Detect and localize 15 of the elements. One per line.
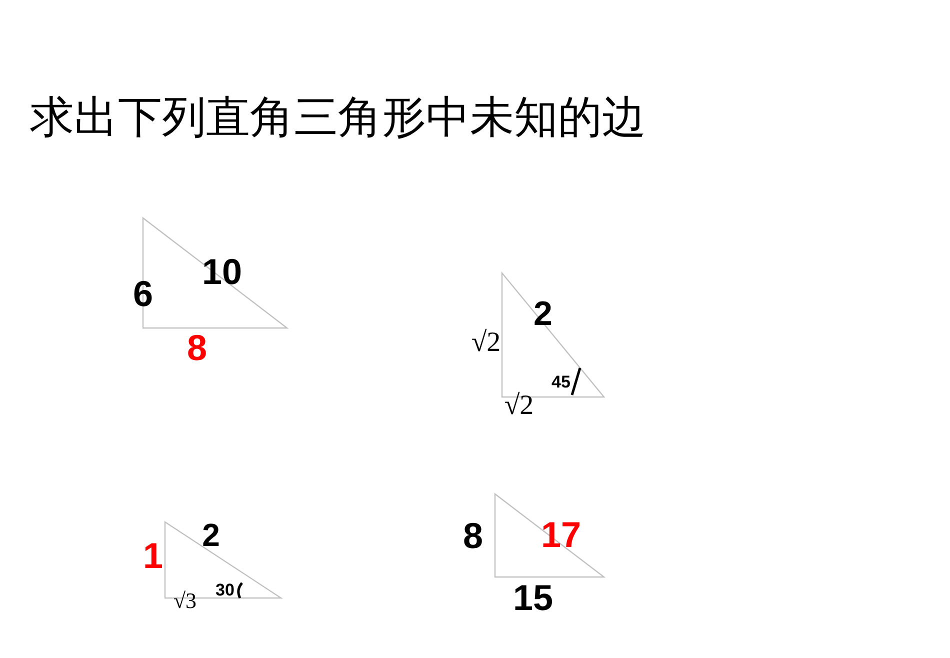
side-length: 6	[132, 276, 154, 312]
side-length: 30	[216, 582, 234, 598]
side-length: 17	[540, 517, 582, 553]
side-length: 1	[142, 538, 164, 574]
side-length-root: √3	[173, 590, 197, 612]
side-length: 10	[202, 254, 242, 290]
side-length-root: √2	[504, 392, 534, 420]
side-length: 8	[462, 518, 484, 554]
title: 求出下列直角三角形中未知的边	[30, 91, 646, 145]
side-length: 15	[512, 580, 554, 616]
side-length: 8	[186, 330, 208, 366]
side-length: 2	[202, 519, 220, 551]
side-length: 45	[552, 374, 570, 390]
side-length: 2	[534, 297, 552, 331]
side-length-root: √2	[471, 329, 501, 357]
